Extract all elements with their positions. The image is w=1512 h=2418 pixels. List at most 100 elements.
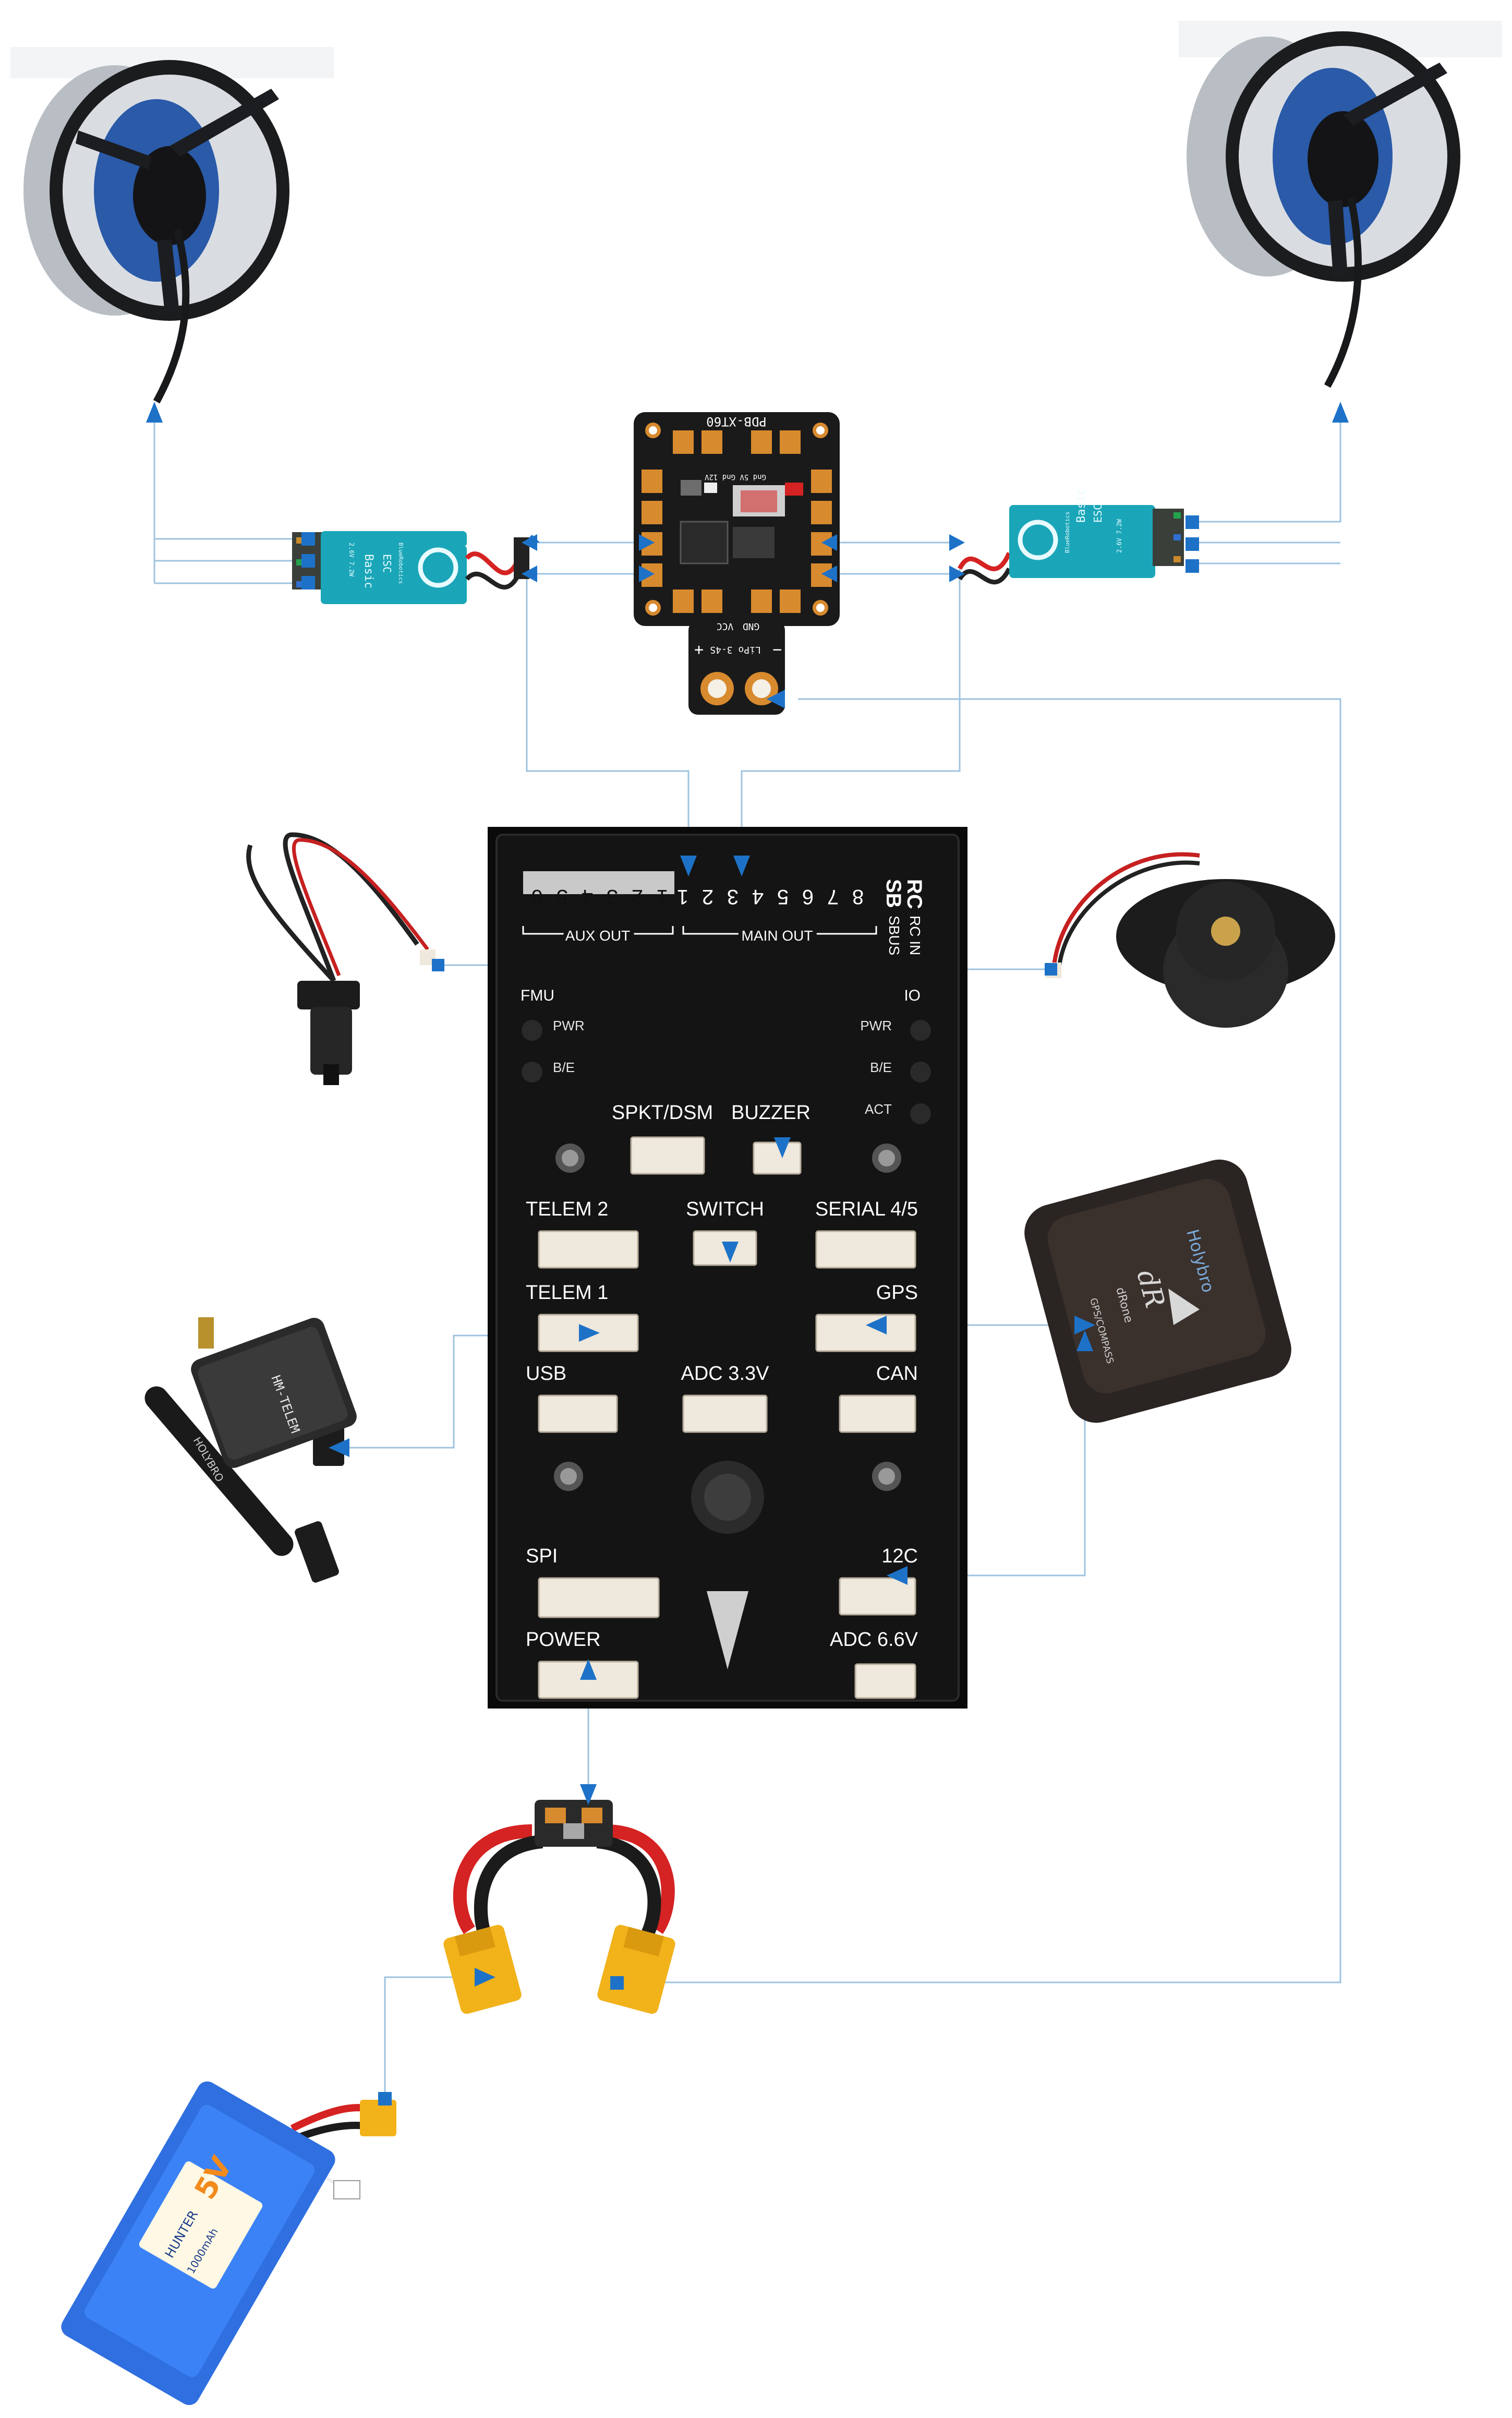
- esc-left-line1: Basic: [362, 554, 375, 588]
- esc-right-line3: 2.6V 7.2W: [1116, 519, 1123, 553]
- pdb-minus: −: [772, 641, 782, 659]
- gps-module-icon: Holybro dR dRone GPS/COMPASS: [1024, 1159, 1291, 1423]
- buzzer-icon: [1046, 852, 1335, 1028]
- arrow-left-icon: [821, 534, 837, 551]
- port-label-power: POWER: [526, 1629, 601, 1651]
- connector-gps[interactable]: [815, 1314, 916, 1352]
- telemetry-radio-icon: HM-TELEM HOLYBRO: [144, 1317, 357, 1583]
- wire-escL-main: [526, 569, 690, 856]
- port-label-serial45: SERIAL 4/5: [815, 1198, 918, 1220]
- arrow-right-icon: [949, 534, 965, 551]
- screw-icon: [555, 1144, 585, 1173]
- main-out-number-7: 7: [827, 885, 839, 908]
- arrow-left-icon: [329, 1438, 349, 1457]
- thruster-right: [1179, 21, 1502, 388]
- battery-pack-icon: 5V HUNTER 1000mAh: [61, 2081, 396, 2405]
- marker-square: [432, 959, 444, 971]
- io-act-label: ACT: [865, 1101, 892, 1117]
- xt60-connector-right: [597, 1924, 675, 2014]
- orientation-arrow-icon: [707, 1591, 748, 1669]
- arrow-up-icon: [580, 1659, 597, 1680]
- arrow-up-icon: [146, 402, 163, 423]
- connector-spi[interactable]: [538, 1577, 660, 1618]
- io-label: IO: [904, 987, 921, 1004]
- esc-left-maker: BlueRobotics: [397, 543, 404, 584]
- marker-square: [301, 554, 315, 568]
- connector-telem2[interactable]: [538, 1230, 639, 1269]
- screw-icon: [554, 1462, 583, 1491]
- port-label-spi: SPI: [526, 1545, 558, 1567]
- esc-left-line3: 2.6V 7.2W: [348, 543, 355, 577]
- arrow-right-icon: [639, 566, 655, 582]
- arrow-right-icon: [1074, 1316, 1095, 1334]
- port-label-telem2: TELEM 2: [526, 1198, 608, 1220]
- arrow-left-icon: [522, 534, 540, 551]
- esc-right: Basic ESC 2.6V 7.2W BlueRobotics: [957, 488, 1184, 585]
- arrow-down-icon: [733, 856, 750, 876]
- connector-usb[interactable]: [538, 1394, 618, 1433]
- aux-out-label: AUX OUT: [565, 928, 630, 944]
- marker-square: [1186, 559, 1199, 573]
- pdb-name: PDB-XT60: [706, 414, 767, 429]
- port-label-spkt: SPKT/DSM: [612, 1102, 713, 1124]
- connector-adc33[interactable]: [682, 1394, 768, 1433]
- pdb-row-labels: Gnd 5V Gnd 12V: [704, 473, 766, 481]
- esc-right-line1: Basic: [1075, 488, 1088, 523]
- marker-square: [1186, 537, 1199, 551]
- port-label-switch: SWITCH: [686, 1198, 764, 1220]
- ducted-thruster-icon: [1179, 21, 1502, 388]
- arrow-left-icon: [767, 690, 785, 708]
- port-label-can: CAN: [876, 1363, 918, 1385]
- pdb-gnd: GND: [743, 621, 760, 632]
- connector-serial45[interactable]: [815, 1230, 916, 1269]
- aux-out-number-6: 6: [531, 885, 543, 908]
- connector-spkt[interactable]: [630, 1136, 705, 1175]
- main-out-number-2: 2: [702, 885, 713, 908]
- main-out-number-6: 6: [802, 885, 814, 908]
- aux-number-box: [523, 871, 674, 894]
- wire-escR-main: [741, 569, 961, 856]
- connector-i2c[interactable]: [839, 1577, 916, 1616]
- wire-thruster-left: [153, 407, 300, 540]
- esc-body: [321, 531, 467, 604]
- main-out-number-4: 4: [752, 885, 764, 908]
- connector-buzzer[interactable]: [753, 1141, 802, 1175]
- main-out-label: MAIN OUT: [742, 928, 813, 944]
- main-out-number-1: 1: [677, 885, 688, 908]
- arrow-right-icon: [949, 566, 965, 582]
- port-label-buzzer: BUZZER: [731, 1102, 811, 1124]
- arrow-left-icon: [866, 1316, 887, 1334]
- fmu-label: FMU: [521, 987, 554, 1004]
- fc-rc: RC: [903, 879, 926, 909]
- fmu-be-label: B/E: [553, 1060, 575, 1075]
- aux-out-number-4: 4: [582, 885, 593, 908]
- wires: [153, 407, 1341, 2097]
- pdb-plus: +: [694, 641, 704, 659]
- port-label-telem1: TELEM 1: [526, 1282, 608, 1304]
- arrow-down-icon: [680, 856, 697, 876]
- main-out-number-3: 3: [727, 885, 739, 908]
- ducted-thruster-icon: [10, 47, 334, 404]
- connector-can[interactable]: [839, 1394, 916, 1433]
- connector-adc66[interactable]: [854, 1663, 916, 1699]
- thruster-left: [10, 47, 334, 404]
- arrow-left-icon: [821, 566, 837, 582]
- fmu-pwr-led: [522, 1020, 542, 1041]
- io-be-led: [910, 1062, 931, 1082]
- pdb-board: PDB-XT60 Gnd 5V Gnd 12V GND VCC LiPo 3-4…: [634, 412, 840, 715]
- esc-left: Basic ESC 2.6V 7.2W BlueRobotics: [292, 531, 529, 604]
- safety-switch-icon: [246, 832, 436, 1085]
- fmu-be-led: [522, 1062, 542, 1082]
- marker-square: [378, 2092, 392, 2106]
- arrow-right-icon: [475, 1968, 495, 1987]
- main-out-number-8: 8: [852, 885, 864, 908]
- arrow-left-icon: [887, 1566, 908, 1585]
- wire-pdb-power: [615, 698, 1341, 1983]
- arrow-down-icon: [722, 1242, 739, 1262]
- marker-square: [301, 532, 315, 546]
- connection-markers: [146, 402, 1349, 2106]
- marker-square: [1045, 963, 1057, 976]
- fc-sbus: SBUS: [886, 916, 902, 955]
- screw-icon: [872, 1462, 901, 1491]
